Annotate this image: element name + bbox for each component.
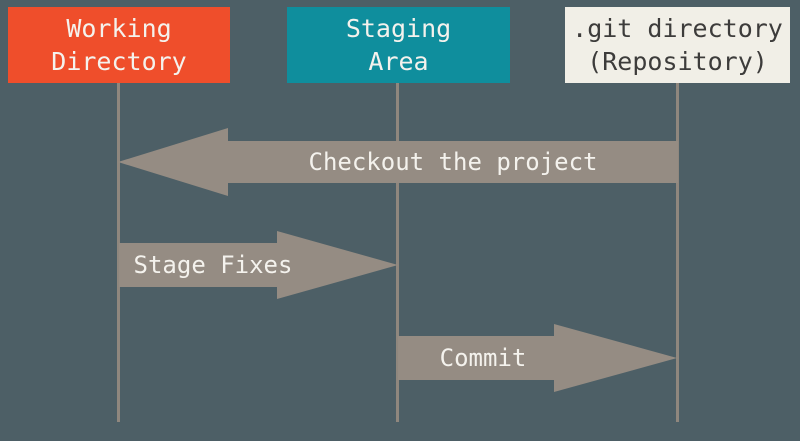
commit-arrow bbox=[398, 336, 554, 380]
checkout-arrow bbox=[228, 141, 678, 183]
stage-fixes-arrow bbox=[119, 243, 277, 287]
working-directory-lifeline bbox=[117, 83, 120, 422]
stage-fixes-arrow-label: Stage Fixes bbox=[133, 251, 293, 279]
working-directory-label-line1: Working bbox=[66, 14, 172, 43]
working-directory-label-line2: Directory bbox=[51, 47, 187, 76]
commit-arrow-head bbox=[554, 324, 677, 392]
staging-area-box: Staging Area bbox=[287, 7, 510, 83]
working-directory-box: Working Directory bbox=[8, 7, 230, 83]
staging-area-label-line2: Area bbox=[368, 47, 429, 76]
checkout-arrow-label: Checkout the project bbox=[308, 148, 598, 176]
commit-arrow-label: Commit bbox=[439, 344, 527, 372]
checkout-arrow-head bbox=[118, 128, 228, 196]
git-directory-lifeline bbox=[676, 83, 679, 422]
git-directory-label-line1: .git directory bbox=[572, 14, 783, 43]
staging-area-label-line1: Staging bbox=[345, 14, 452, 43]
git-directory-label-line2: (Repository) bbox=[587, 47, 768, 76]
git-directory-box: .git directory (Repository) bbox=[565, 7, 790, 83]
stage-fixes-arrow-head bbox=[277, 231, 398, 299]
